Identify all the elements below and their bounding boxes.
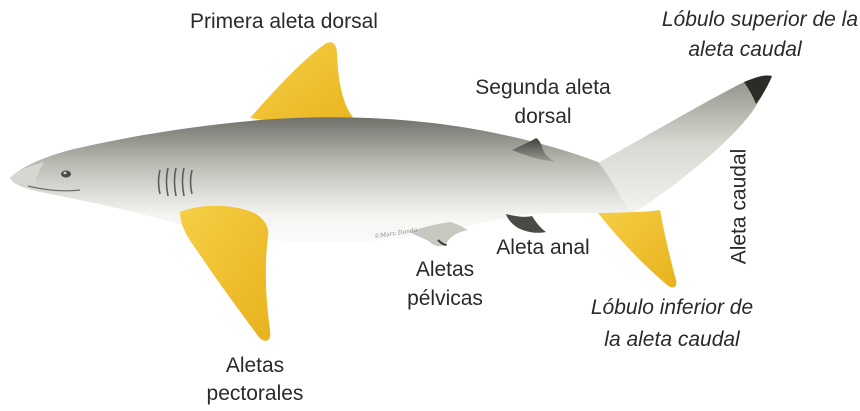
label-pelvic-fins-1: Aletas bbox=[390, 256, 500, 283]
label-second-dorsal-fin-1: Segunda aleta bbox=[468, 74, 618, 101]
eye bbox=[61, 171, 71, 178]
label-upper-caudal-lobe-2: aleta caudal bbox=[680, 36, 810, 63]
eye-shine bbox=[63, 172, 66, 174]
label-pectoral-fins-2: pectorales bbox=[195, 380, 315, 407]
label-upper-caudal-lobe-1: Lóbulo superior de la bbox=[636, 6, 858, 33]
label-pelvic-fins-2: pélvicas bbox=[390, 285, 500, 312]
label-anal-fin: Aleta anal bbox=[488, 234, 598, 261]
label-first-dorsal-fin: Primera aleta dorsal bbox=[190, 8, 378, 35]
label-lower-caudal-lobe-2: la aleta caudal bbox=[572, 326, 772, 353]
label-second-dorsal-fin-2: dorsal bbox=[468, 103, 618, 130]
label-lower-caudal-lobe-1: Lóbulo inferior de bbox=[572, 294, 772, 321]
label-pectoral-fins-1: Aletas bbox=[195, 352, 315, 379]
lower-caudal-lobe bbox=[594, 208, 676, 287]
label-caudal-fin: Aleta caudal bbox=[726, 142, 753, 272]
first-dorsal-fin bbox=[250, 42, 364, 130]
anal-fin bbox=[506, 214, 546, 233]
pectoral-fin bbox=[180, 206, 270, 341]
